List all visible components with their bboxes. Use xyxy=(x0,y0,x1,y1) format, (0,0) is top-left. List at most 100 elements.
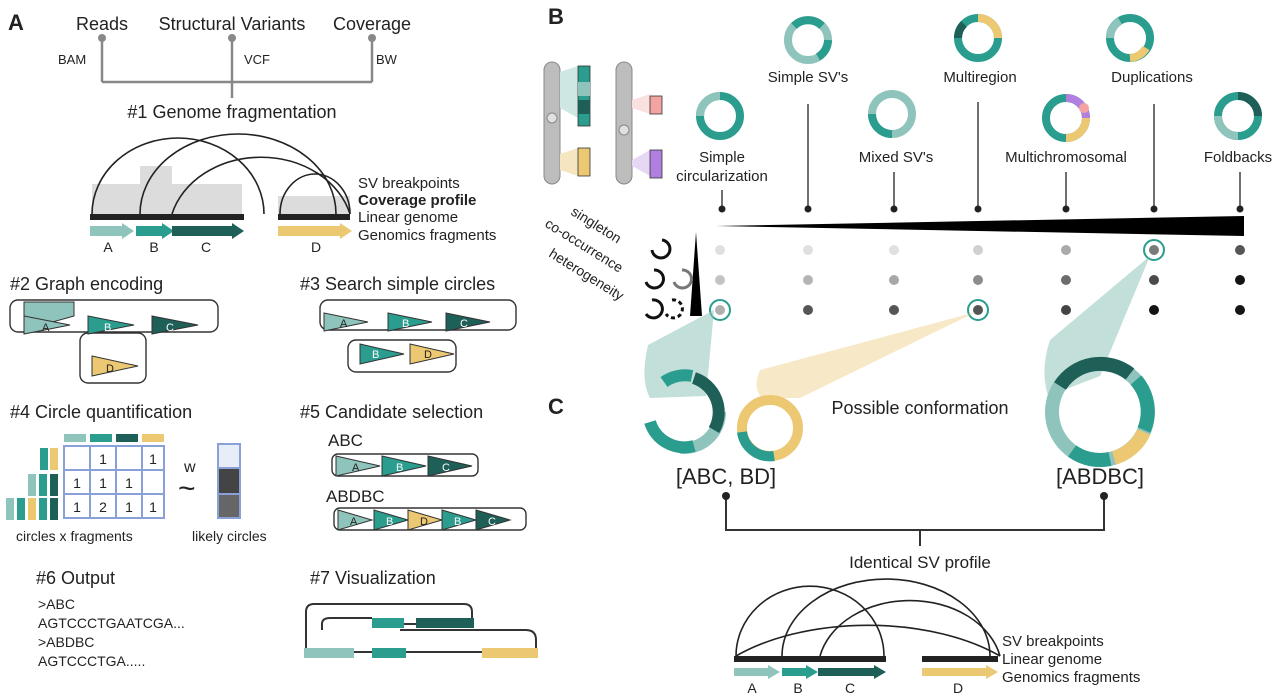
input-sv: Structural Variants xyxy=(159,14,306,34)
highlight-ring xyxy=(967,299,989,321)
circle-duplications xyxy=(1106,14,1154,62)
circle-multichromosomal xyxy=(1042,94,1090,142)
complexity-wedge-vertical xyxy=(690,232,702,316)
svg-text:D: D xyxy=(420,516,428,528)
grid-dot xyxy=(1235,275,1245,285)
search-circles-figure: A B C B D xyxy=(319,299,517,373)
conformation-right-label: [ABDBC] xyxy=(1056,464,1144,489)
identical-sv-profile: Identical SV profile xyxy=(849,553,991,572)
matrix-cell: 1 xyxy=(73,475,81,491)
matrix-cell: 1 xyxy=(73,499,81,515)
tilde: ~ xyxy=(178,472,196,505)
grid-dot xyxy=(1149,245,1159,255)
bottom-legend-linear: Linear genome xyxy=(1002,651,1102,668)
possible-conformation: Possible conformation xyxy=(831,398,1008,418)
input-tree xyxy=(100,38,374,98)
fragment-arrow-d xyxy=(278,223,352,239)
svg-text:C: C xyxy=(488,516,496,528)
funnel-middle xyxy=(756,312,976,398)
grid-dot xyxy=(973,275,983,285)
grid-dot xyxy=(715,305,725,315)
panel-c: C Possible conformation [ABC, BD] [ABDBC… xyxy=(548,256,1155,696)
circle-foldbacks xyxy=(1214,92,1262,140)
coverage-bar xyxy=(172,184,242,214)
svg-text:B: B xyxy=(454,516,461,528)
stem-dots xyxy=(718,205,1244,213)
input-node-sv xyxy=(228,34,236,42)
panel-b: B xyxy=(542,4,1272,321)
circles-x-fragments: circles x fragments xyxy=(16,528,133,544)
vis-fragment-b xyxy=(372,618,404,628)
svg-text:B: B xyxy=(402,318,409,330)
circle-mixed-sv xyxy=(868,90,916,138)
label-multichromosomal: Multichromosomal xyxy=(1005,149,1127,166)
legend-coverage: Coverage profile xyxy=(358,192,476,209)
matrix-cell: 1 xyxy=(149,451,157,467)
conformation-abdbc xyxy=(1045,356,1155,468)
matrix-cell: 2 xyxy=(99,499,107,515)
svg-text:A: A xyxy=(42,322,50,334)
circle-simple-sv xyxy=(784,16,832,64)
candidate-2-label: ABDBC xyxy=(326,487,385,506)
input-reads: Reads xyxy=(76,14,128,34)
bottom-label-c: C xyxy=(845,680,855,696)
output-line: >ABC xyxy=(38,596,75,612)
step7-title: #7 Visualization xyxy=(310,568,436,588)
step3-title: #3 Search simple circles xyxy=(300,274,495,294)
label-foldbacks: Foldbacks xyxy=(1204,149,1272,166)
label-multiregion: Multiregion xyxy=(943,69,1016,86)
category-stems xyxy=(721,102,1241,208)
bottom-label-d: D xyxy=(953,680,963,696)
circle-simple-circularization xyxy=(696,92,744,140)
vis-fragment-c xyxy=(416,618,474,628)
panel-letter-c: C xyxy=(548,394,564,419)
step4-title: #4 Circle quantification xyxy=(10,402,192,422)
matrix-cell: 1 xyxy=(149,499,157,515)
svg-text:D: D xyxy=(424,349,432,361)
fragment-label-a: A xyxy=(103,239,113,255)
linear-genome-bar xyxy=(278,214,350,220)
bottom-arrow-d xyxy=(922,665,998,679)
grid-dot xyxy=(889,275,899,285)
grid-dot xyxy=(1235,245,1245,255)
legend-linear: Linear genome xyxy=(358,209,458,226)
grid-dot xyxy=(973,305,983,315)
vis-fragment-b2 xyxy=(372,648,406,658)
matrix-cell: 1 xyxy=(99,475,107,491)
svg-text:C: C xyxy=(460,318,468,330)
svg-text:B: B xyxy=(104,322,111,334)
legend-fragments: Genomics fragments xyxy=(358,227,496,244)
grid-dot xyxy=(1061,305,1071,315)
bottom-linear-bar xyxy=(922,656,998,662)
chromosome-illustration xyxy=(543,61,663,185)
quantification-figure: 1 1 1 1 1 1 2 1 1 w ~ circles x fragment… xyxy=(6,434,267,544)
fragment-arrow-b xyxy=(136,223,174,239)
w-label: w xyxy=(183,459,196,476)
grid-dot xyxy=(889,305,899,315)
circle-multiregion xyxy=(954,14,1002,62)
grid-dot xyxy=(1235,305,1245,315)
bottom-label-a: A xyxy=(747,680,757,696)
label-duplications: Duplications xyxy=(1111,69,1193,86)
svg-text:B: B xyxy=(386,516,393,528)
fragment-label-b: B xyxy=(149,239,158,255)
grid-dot xyxy=(1061,245,1071,255)
step2-title: #2 Graph encoding xyxy=(10,274,163,294)
svg-text:D: D xyxy=(106,363,114,375)
input-coverage: Coverage xyxy=(333,14,411,34)
label-simple-circ-1: Simple xyxy=(699,149,745,166)
sv-arcs xyxy=(91,133,351,215)
grid-dot xyxy=(803,245,813,255)
grid-dot xyxy=(1061,275,1071,285)
svg-text:C: C xyxy=(166,322,174,334)
format-bw: BW xyxy=(376,52,398,67)
svg-text:A: A xyxy=(352,462,360,474)
grid-dot xyxy=(1149,275,1159,285)
bottom-linear-bar xyxy=(734,656,886,662)
bottom-arrow-c xyxy=(818,665,886,679)
fragmentation-figure: A B C D SV breakpoints Coverage profile … xyxy=(90,133,496,255)
grid-dot xyxy=(715,245,725,255)
conformation-left-label: [ABC, BD] xyxy=(676,464,776,489)
visualization-figure xyxy=(305,603,537,653)
conformation-abc xyxy=(642,369,726,454)
